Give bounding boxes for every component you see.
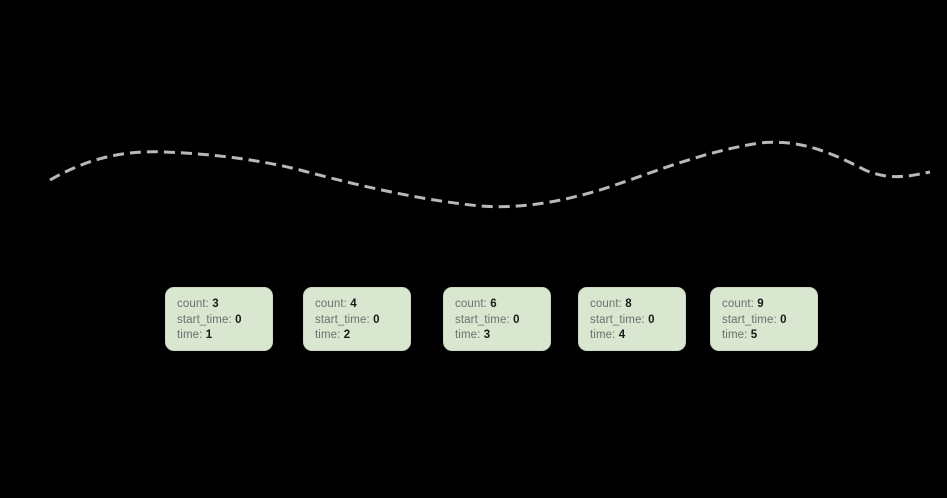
card-field: time: 4: [590, 328, 685, 344]
card-field-value: 5: [750, 329, 758, 341]
card-field: time: 3: [455, 328, 550, 344]
card-field-label: count:: [590, 298, 622, 310]
card-field-label: count:: [177, 298, 209, 310]
card-field: start_time: 0: [455, 313, 550, 329]
card-field-label: start_time:: [590, 313, 645, 326]
card-field-label: count:: [315, 298, 347, 310]
card-field-value: 3: [212, 298, 219, 310]
card-field-label: count:: [722, 298, 754, 310]
card-field-value: 0: [780, 313, 787, 326]
card-field-value: 1: [205, 329, 213, 341]
card-field: start_time: 0: [315, 313, 410, 329]
card-field: time: 2: [315, 328, 410, 344]
card-field-label: start_time:: [315, 313, 370, 326]
card-field-value: 0: [235, 313, 242, 326]
card-field-label: time:: [722, 329, 748, 341]
card-field: start_time: 0: [722, 313, 817, 329]
card-field-value: 9: [757, 298, 764, 310]
card-field: count: 3: [177, 297, 272, 313]
card-field-label: time:: [315, 329, 341, 341]
card-field-value: 0: [513, 313, 520, 326]
card-field-label: count:: [455, 298, 487, 310]
card-field: start_time: 0: [590, 313, 685, 329]
card-field-value: 3: [483, 329, 491, 341]
card-field: start_time: 0: [177, 313, 272, 329]
card-field: count: 9: [722, 297, 817, 313]
card-field-label: time:: [177, 329, 203, 341]
card-field: count: 8: [590, 297, 685, 313]
card-field-label: time:: [455, 329, 481, 341]
card-field-value: 0: [373, 313, 380, 326]
card-field-value: 6: [490, 298, 497, 310]
card-field-value: 4: [350, 298, 357, 310]
card-field: time: 1: [177, 328, 272, 344]
card-field-label: start_time:: [722, 313, 777, 326]
card-field-label: start_time:: [455, 313, 510, 326]
card-field-value: 0: [648, 313, 655, 326]
card-field-value: 8: [625, 298, 632, 310]
card-field-value: 4: [618, 329, 626, 341]
card-field-label: time:: [590, 329, 616, 341]
card-field: count: 4: [315, 297, 410, 313]
card-field-value: 2: [343, 329, 351, 341]
card-field: time: 5: [722, 328, 817, 344]
card-field: count: 6: [455, 297, 550, 313]
card-field-label: start_time:: [177, 313, 232, 326]
